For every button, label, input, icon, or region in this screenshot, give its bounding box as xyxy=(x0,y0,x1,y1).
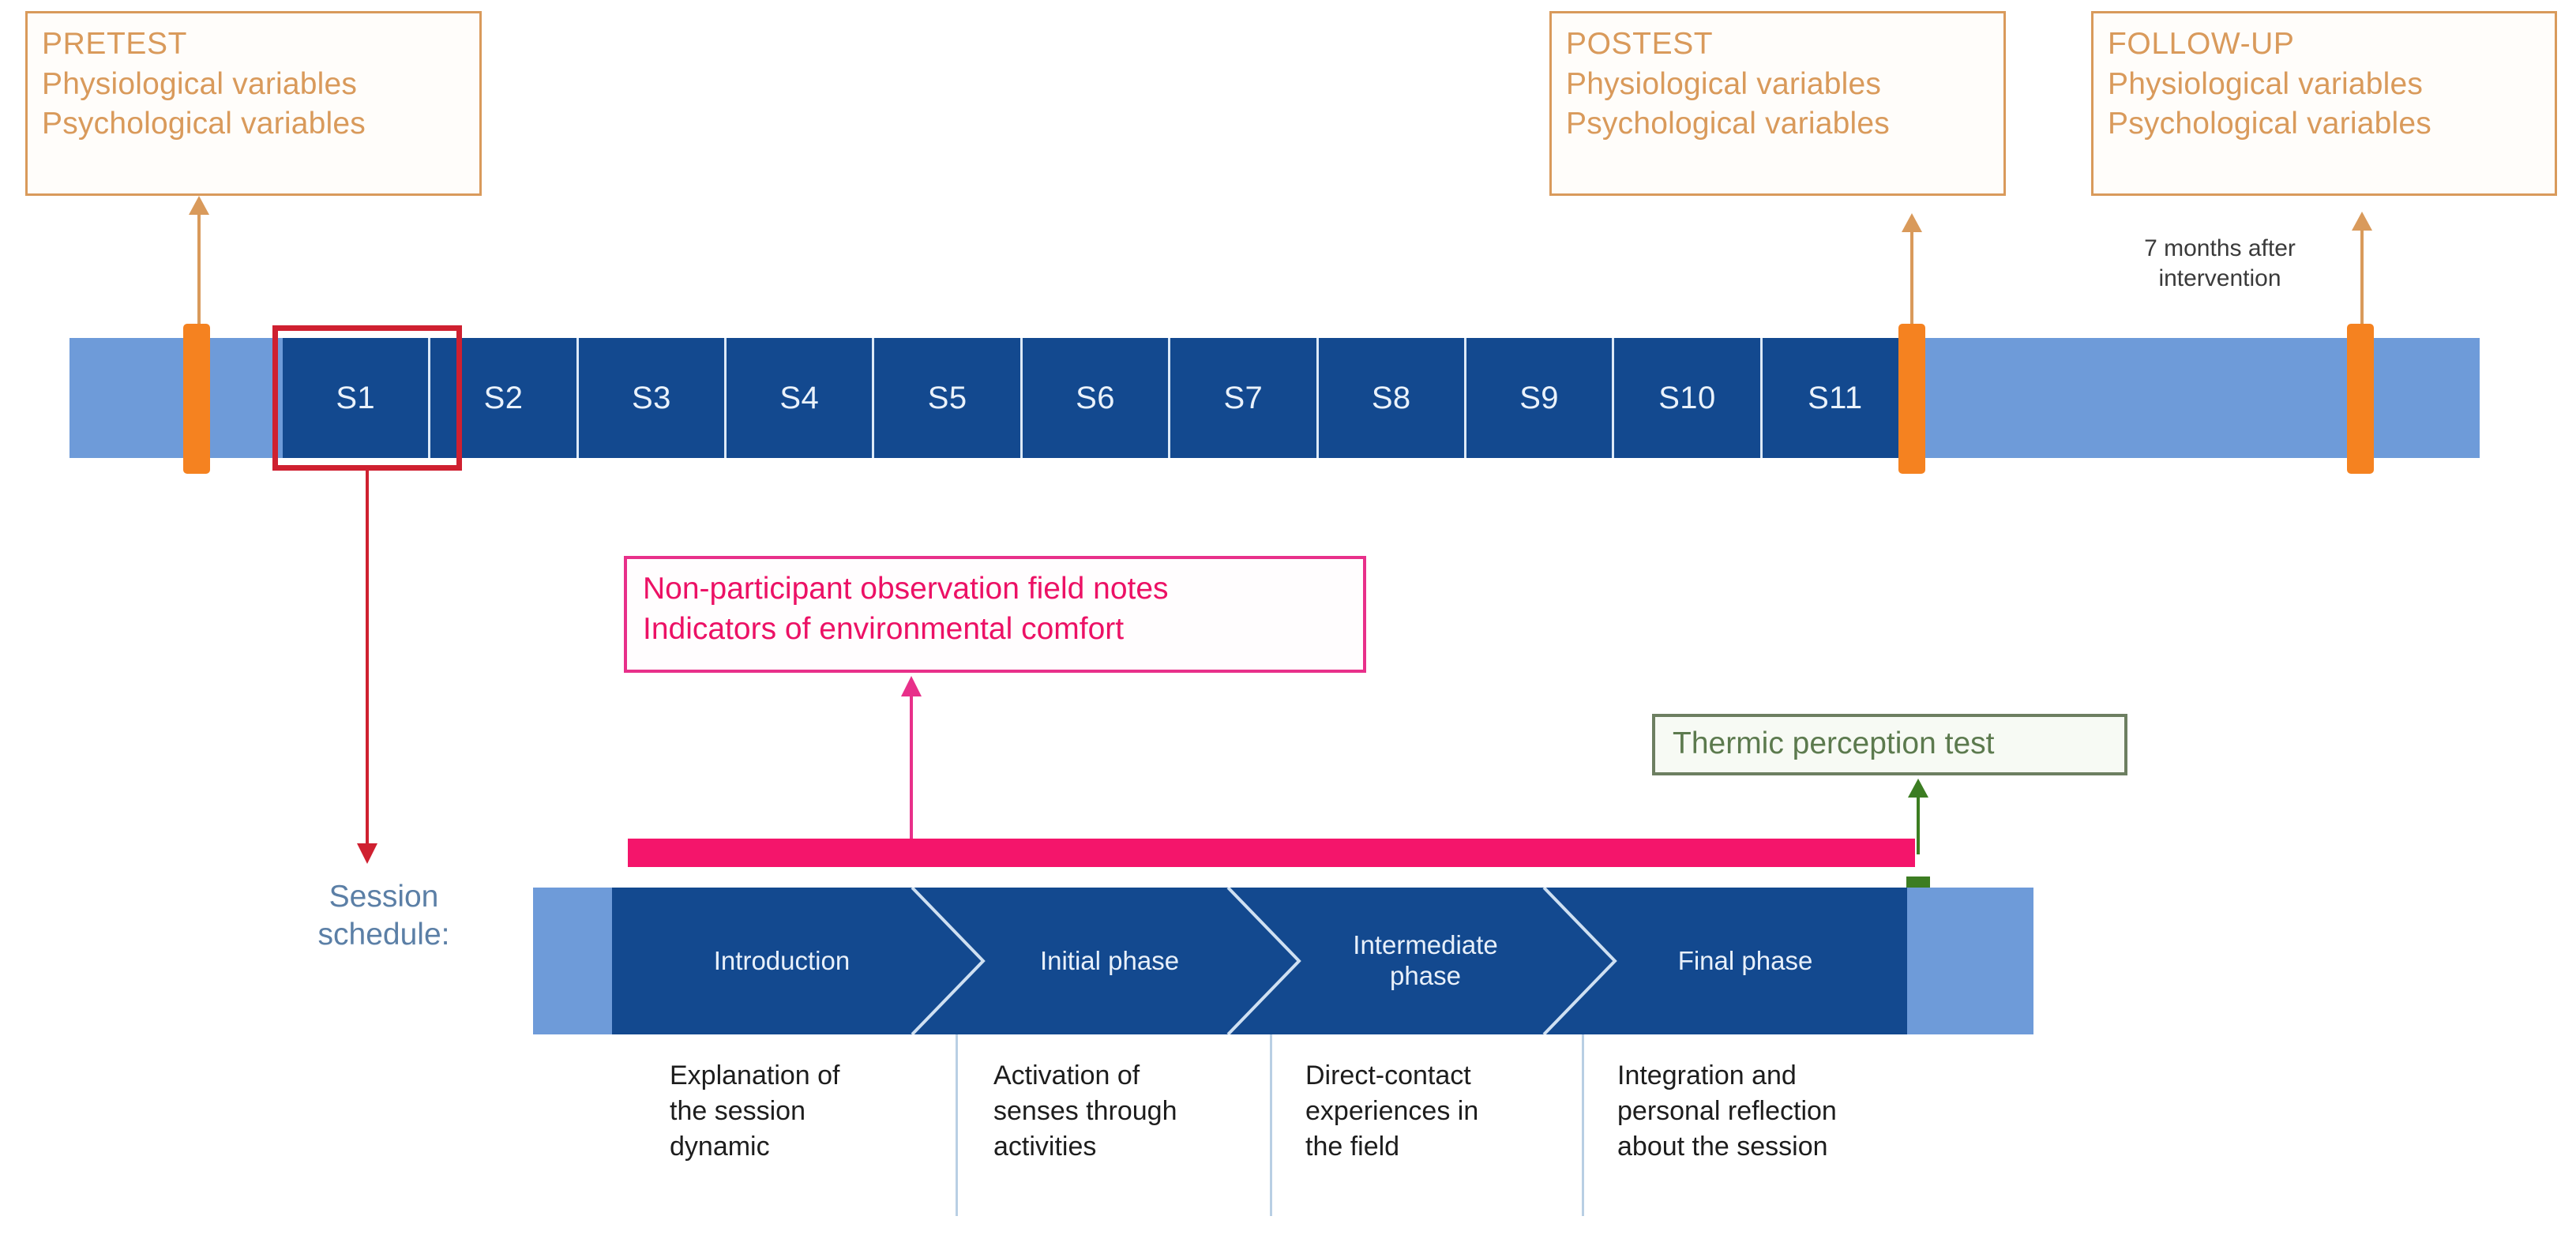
session-cell-s8[interactable]: S8 xyxy=(1318,338,1466,458)
session-label: S2 xyxy=(483,380,524,415)
s1-schedule-arrowhead-icon xyxy=(357,843,377,864)
postest-connector xyxy=(1910,216,1913,338)
phase-label: Introduction xyxy=(713,945,851,975)
phase-final[interactable]: Final phase xyxy=(1583,888,1907,1034)
desc-separator-3 xyxy=(1582,1034,1584,1216)
phases-container: Introduction Initial phase Intermediate … xyxy=(612,888,1907,1034)
sessions-container: S1 S2 S3 S4 S5 S6 S7 S8 S9 S10 S11 xyxy=(283,338,1908,458)
followup-timeline-marker xyxy=(2347,324,2374,474)
session-label: S4 xyxy=(779,380,820,415)
session-label: S10 xyxy=(1658,380,1716,415)
desc-line: dynamic xyxy=(670,1131,770,1162)
session-label: S9 xyxy=(1519,380,1559,415)
followup-box: FOLLOW-UP Physiological variables Psycho… xyxy=(2091,11,2557,196)
schedule-label-line-1: Session xyxy=(329,880,439,914)
session-cell-s10[interactable]: S10 xyxy=(1614,338,1763,458)
followup-note-line-2: intervention xyxy=(2158,265,2281,291)
session-cell-s6[interactable]: S6 xyxy=(1022,338,1171,458)
session-schedule-label: Session schedule: xyxy=(265,878,502,953)
postest-line-1: Physiological variables xyxy=(1566,66,1882,101)
pretest-line-2: Psychological variables xyxy=(42,107,366,141)
postest-timeline-marker xyxy=(1898,324,1925,474)
observation-box: Non-participant observation field notes … xyxy=(624,556,1366,673)
pretest-title: PRETEST xyxy=(42,27,188,61)
thermic-box: Thermic perception test xyxy=(1652,714,2127,775)
session-label: S3 xyxy=(632,380,671,415)
desc-line: Activation of xyxy=(993,1060,1140,1090)
followup-connector xyxy=(2360,215,2364,338)
pretest-arrowhead-icon xyxy=(189,196,209,215)
desc-line: senses through xyxy=(993,1095,1177,1126)
phase-introduction[interactable]: Introduction xyxy=(612,888,952,1034)
observation-line-1: Non-participant observation field notes xyxy=(643,572,1169,606)
followup-title: FOLLOW-UP xyxy=(2108,27,2295,61)
pretest-line-1: Physiological variables xyxy=(42,66,358,101)
session-cell-s1[interactable]: S1 xyxy=(283,338,431,458)
pretest-connector xyxy=(197,199,201,338)
session-cell-s5[interactable]: S5 xyxy=(874,338,1023,458)
session-cell-s11[interactable]: S11 xyxy=(1762,338,1908,458)
phase-intermediate[interactable]: Intermediate phase xyxy=(1267,888,1583,1034)
desc-line: personal reflection xyxy=(1617,1095,1837,1126)
session-cell-s4[interactable]: S4 xyxy=(727,338,875,458)
schedule-label-line-2: schedule: xyxy=(317,917,450,952)
desc-line: activities xyxy=(993,1131,1097,1162)
followup-line-2: Psychological variables xyxy=(2108,107,2431,141)
session-label: S7 xyxy=(1223,380,1264,415)
desc-line: about the session xyxy=(1617,1131,1828,1162)
phase-label: Final phase xyxy=(1677,945,1813,975)
followup-arrowhead-icon xyxy=(2352,212,2372,231)
pretest-box: PRETEST Physiological variables Psycholo… xyxy=(25,11,482,196)
phase-desc-initial: Activation of senses through activities xyxy=(993,1058,1262,1165)
s1-schedule-connector xyxy=(366,471,369,853)
observation-span-bar xyxy=(628,839,1915,867)
desc-line: experiences in xyxy=(1305,1095,1479,1126)
session-cell-s3[interactable]: S3 xyxy=(578,338,727,458)
thermic-label: Thermic perception test xyxy=(1673,726,1995,760)
session-label: S5 xyxy=(927,380,967,415)
desc-line: the session xyxy=(670,1095,805,1126)
phase-label: Intermediate xyxy=(1353,930,1498,960)
session-cell-s7[interactable]: S7 xyxy=(1170,338,1319,458)
desc-line: the field xyxy=(1305,1131,1400,1162)
session-cell-s2[interactable]: S2 xyxy=(430,338,579,458)
phase-desc-introduction: Explanation of the session dynamic xyxy=(670,1058,930,1165)
followup-note: 7 months after intervention xyxy=(2091,234,2349,293)
postest-box: POSTEST Physiological variables Psycholo… xyxy=(1549,11,2006,196)
observation-arrowhead-icon xyxy=(901,676,922,696)
session-label: S6 xyxy=(1076,380,1115,415)
s1-highlight-box xyxy=(272,325,462,471)
postest-line-2: Psychological variables xyxy=(1566,107,1890,141)
session-label: S8 xyxy=(1371,380,1411,415)
postest-title: POSTEST xyxy=(1566,27,1714,61)
thermic-arrowhead-icon xyxy=(1908,779,1928,798)
phase-label-2: phase xyxy=(1390,961,1461,990)
desc-line: Explanation of xyxy=(670,1060,840,1090)
phase-desc-intermediate: Direct-contact experiences in the field xyxy=(1305,1058,1574,1165)
desc-line: Integration and xyxy=(1617,1060,1797,1090)
pretest-timeline-marker xyxy=(183,324,210,474)
phase-label: Initial phase xyxy=(1039,945,1180,975)
session-cell-s9[interactable]: S9 xyxy=(1466,338,1615,458)
session-label: S1 xyxy=(336,380,376,415)
phase-desc-final: Integration and personal reflection abou… xyxy=(1617,1058,1949,1165)
observation-line-2: Indicators of environmental comfort xyxy=(643,611,1125,646)
phase-initial[interactable]: Initial phase xyxy=(952,888,1267,1034)
desc-separator-1 xyxy=(956,1034,958,1216)
observation-connector xyxy=(910,679,913,851)
desc-separator-2 xyxy=(1270,1034,1272,1216)
desc-line: Direct-contact xyxy=(1305,1060,1471,1090)
followup-line-1: Physiological variables xyxy=(2108,66,2424,101)
thermic-connector xyxy=(1917,782,1920,854)
session-label: S11 xyxy=(1808,380,1863,415)
postest-arrowhead-icon xyxy=(1902,213,1922,232)
followup-note-line-1: 7 months after xyxy=(2144,235,2296,261)
